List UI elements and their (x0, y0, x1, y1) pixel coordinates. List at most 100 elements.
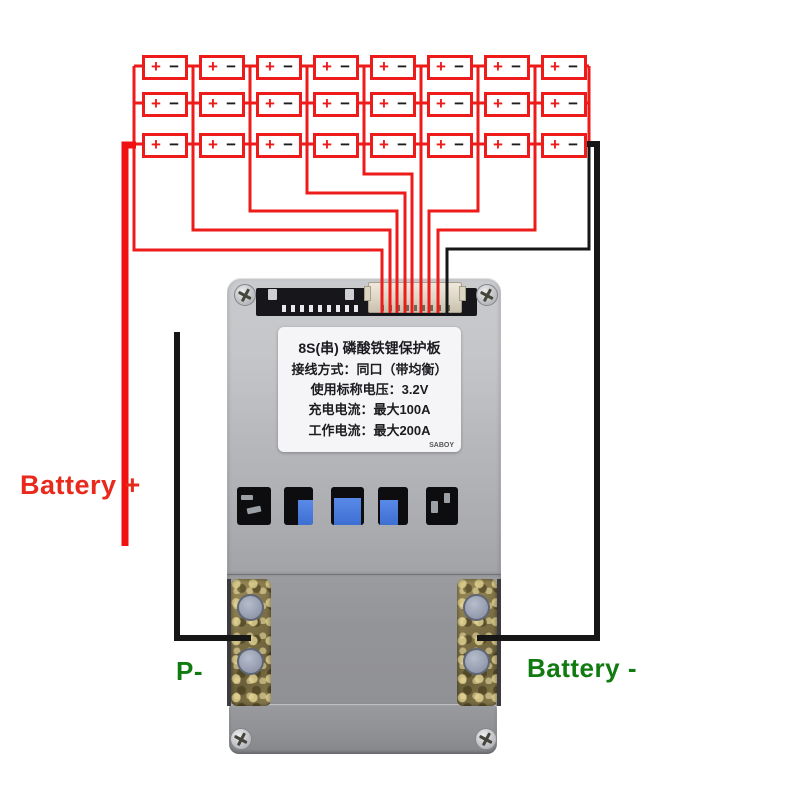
cell-positive-terminal: + (265, 94, 275, 113)
balance-wire-5 (362, 144, 414, 313)
cell-positive-terminal: + (208, 135, 218, 154)
cell-negative-terminal: − (340, 134, 350, 154)
pin-tooth (300, 305, 304, 312)
component-window-3 (331, 487, 364, 525)
screw-icon (475, 728, 497, 750)
pad-hole (463, 648, 490, 675)
cell-negative-terminal: − (226, 134, 236, 154)
bms-spec-line-4: 充电电流：最大100A (308, 402, 431, 418)
bms-spec-line-2: 接线方式：同口（带均衡） (291, 361, 448, 377)
board-lower-case (227, 574, 501, 706)
cell-positive-terminal: + (265, 135, 275, 154)
balance-wire-3 (248, 144, 399, 313)
cell-negative-terminal: − (169, 56, 179, 76)
cell-positive-terminal: + (379, 135, 389, 154)
balance-wire-2 (191, 144, 392, 313)
pin-slot (405, 305, 409, 311)
pin-tooth (291, 305, 295, 312)
battery-cell: +− (313, 55, 359, 80)
cell-negative-terminal: − (568, 93, 578, 113)
capacitor (298, 500, 313, 525)
battery-cell: +− (541, 133, 587, 158)
battery-cell: +− (370, 55, 416, 80)
battery-cell: +− (256, 55, 302, 80)
screw-icon (234, 284, 256, 306)
battery-cell: +− (427, 92, 473, 117)
p-minus-label: P- (176, 656, 203, 686)
balance-wire-4 (305, 144, 407, 313)
bms-spec-line-1: 8S(串) 磷酸铁锂保护板 (298, 340, 441, 357)
battery-cell: +− (199, 92, 245, 117)
cell-negative-terminal: − (454, 56, 464, 76)
pin-tooth (282, 305, 286, 312)
cell-negative-terminal: − (169, 134, 179, 154)
balance-wire-7 (427, 144, 480, 313)
cell-positive-terminal: + (550, 94, 560, 113)
cell-negative-terminal: − (340, 56, 350, 76)
cell-positive-terminal: + (550, 57, 560, 76)
pad-hole (237, 594, 264, 621)
cell-negative-terminal: − (568, 134, 578, 154)
cell-positive-terminal: + (322, 57, 332, 76)
battery-cell: +− (256, 92, 302, 117)
cell-positive-terminal: + (550, 135, 560, 154)
pin-tooth (318, 305, 322, 312)
battery-cell: +− (142, 55, 188, 80)
balance-wire-8 (436, 144, 537, 313)
battery-cell: +− (313, 92, 359, 117)
battery-cell: +− (370, 92, 416, 117)
cell-positive-terminal: + (493, 94, 503, 113)
screw-icon (476, 284, 498, 306)
pin-tooth (336, 305, 340, 312)
cell-negative-terminal: − (169, 93, 179, 113)
cell-negative-terminal: − (454, 134, 464, 154)
pin-slot (438, 305, 442, 311)
component-window-5 (426, 487, 458, 525)
battery-cell: +− (256, 133, 302, 158)
cell-negative-terminal: − (454, 93, 464, 113)
battery-cell: +− (370, 133, 416, 158)
cell-negative-terminal: − (397, 134, 407, 154)
pin-slot (413, 305, 417, 311)
cell-negative-terminal: − (283, 93, 293, 113)
cell-negative-terminal: − (511, 93, 521, 113)
cell-positive-terminal: + (322, 135, 332, 154)
battery-cell: +− (427, 133, 473, 158)
cell-negative-terminal: − (397, 93, 407, 113)
battery-plus-wire (121, 141, 136, 546)
cell-negative-terminal: − (511, 56, 521, 76)
connector-tab (345, 289, 354, 300)
brand-mark: SABOY (429, 442, 454, 449)
capacitor (334, 498, 361, 525)
pin-tooth (354, 305, 358, 312)
cell-negative-terminal: − (511, 134, 521, 154)
solder-pad-right (457, 579, 497, 706)
cell-negative-terminal: − (226, 56, 236, 76)
connector-latch-left (364, 286, 371, 301)
battery-cell: +− (427, 55, 473, 80)
cell-positive-terminal: + (151, 94, 161, 113)
cell-positive-terminal: + (208, 57, 218, 76)
cell-positive-terminal: + (436, 94, 446, 113)
bms-spec-label: 8S(串) 磷酸铁锂保护板接线方式：同口（带均衡） 使用标称电压：3.2V 充电电流… (278, 327, 461, 452)
battery-minus-label: Battery - (527, 653, 637, 683)
bms-spec-line-5: 工作电流：最大200A (308, 422, 431, 438)
cell-positive-terminal: + (379, 57, 389, 76)
battery-cell: +− (541, 55, 587, 80)
bms-spec-line-3: 使用标称电压：3.2V (310, 382, 429, 397)
balance-wire-9-black (445, 146, 591, 313)
cell-positive-terminal: + (151, 57, 161, 76)
pin-slot (422, 305, 425, 311)
connector-tab (268, 289, 277, 300)
battery-cell: +− (199, 133, 245, 158)
cell-negative-terminal: − (283, 134, 293, 154)
solder-pad-left (231, 579, 271, 706)
cell-positive-terminal: + (208, 94, 218, 113)
battery-minus-wire (477, 141, 600, 641)
pcb-edge-right (497, 579, 501, 706)
capacitor (380, 500, 398, 525)
battery-cell: +− (484, 55, 530, 80)
